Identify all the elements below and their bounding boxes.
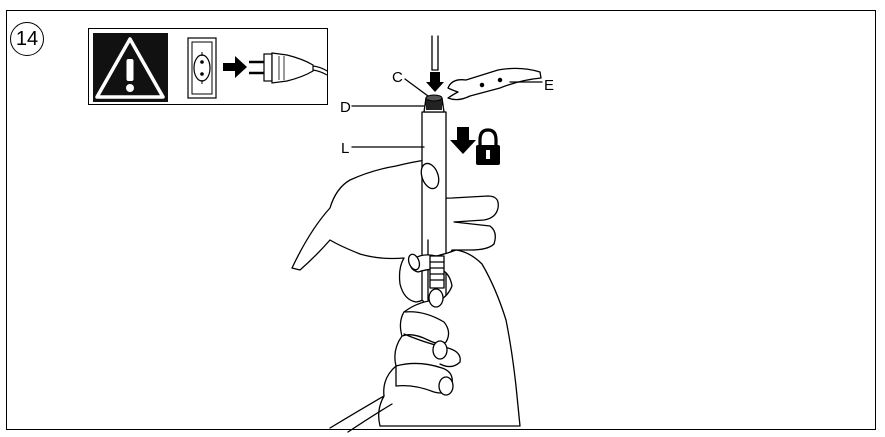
- label-d: D: [340, 99, 351, 116]
- label-c: C: [392, 69, 403, 86]
- unplug-arrow-icon: [223, 56, 247, 78]
- allen-key: [431, 35, 439, 71]
- wall-socket-icon: [187, 37, 217, 99]
- warning-triangle-icon: [95, 37, 165, 99]
- unplug-warning-graphic: [93, 33, 328, 102]
- step-number-badge: 14: [10, 22, 44, 56]
- arrow-down-icon: [426, 72, 444, 92]
- spanner-wrench-e: [447, 67, 542, 101]
- label-e: E: [544, 77, 554, 94]
- unplug-warning-panel: [88, 28, 328, 105]
- push-down-arrow-icon: [450, 127, 476, 154]
- leader-line-c: [404, 78, 429, 97]
- lock-icon: [476, 128, 500, 165]
- hands-holding-handpiece: [291, 95, 521, 433]
- knurled-collar: [429, 255, 445, 289]
- figure-frame: [6, 10, 876, 430]
- step-number: 14: [15, 27, 39, 50]
- nozzle-nut-d: [425, 94, 443, 110]
- unplug-icon: [249, 52, 328, 84]
- label-l: L: [341, 140, 349, 157]
